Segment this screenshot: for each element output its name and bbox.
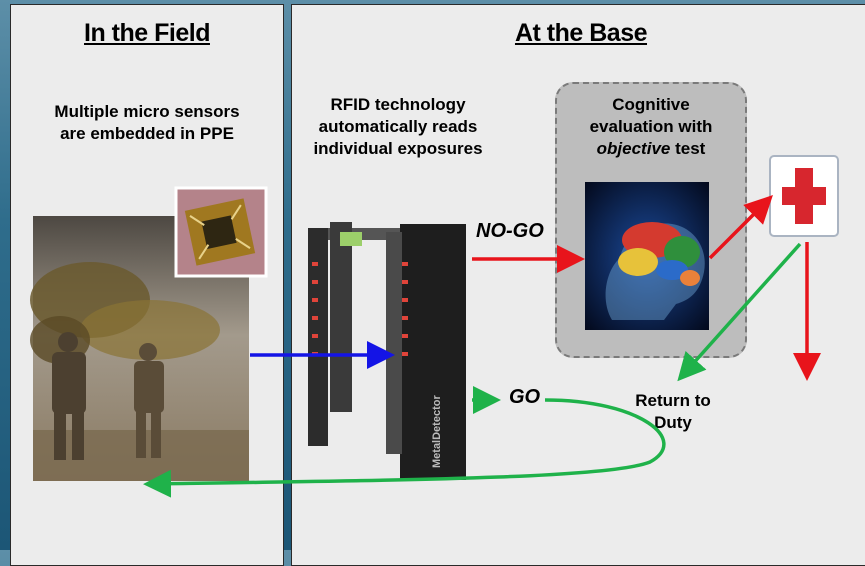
cognitive-caption-line-1: Cognitive [612,95,690,114]
soldier-figure-left [52,332,86,460]
diagram-graphics: MetalDetector [30,155,839,498]
rfid-gate-illustration: MetalDetector [308,222,466,480]
base-heading: At the Base [514,19,648,47]
micro-sensor-chip-photo [174,186,268,278]
field-caption-line-1: Multiple micro sensors [54,102,240,121]
medical-to-return-arrow [677,242,802,382]
rfid-caption: RFID technology automatically reads indi… [298,94,498,160]
brain-image [585,182,709,330]
go-return-loop-arrow [143,398,666,498]
return-to-duty-caption: Return to Duty [618,390,728,434]
test-word: test [670,139,706,158]
metal-detector-brand: MetalDetector [431,395,443,468]
rfid-caption-line-3: individual exposures [313,139,483,158]
go-label: GO [509,386,541,408]
field-caption: Multiple micro sensors are embedded in P… [11,101,283,145]
nogo-label: NO-GO [476,220,544,242]
field-heading: In the Field [84,19,210,47]
medical-cross-icon [769,155,839,237]
objective-emphasis: objective [596,139,671,158]
soldier-figure-right [134,343,164,458]
cognitive-caption-line-2: evaluation with [589,117,713,136]
brain-to-medical-arrow [708,195,773,260]
cognitive-caption: Cognitive evaluation with objective test [557,94,745,160]
rfid-caption-line-2: automatically reads [318,117,478,136]
rfid-caption-line-1: RFID technology [330,95,466,114]
return-caption-line-2: Duty [654,413,692,432]
cognitive-caption-line-3: objective test [557,138,745,160]
field-caption-line-2: are embedded in PPE [60,124,234,143]
soldiers-photo [30,216,249,481]
return-caption-line-1: Return to [635,391,711,410]
